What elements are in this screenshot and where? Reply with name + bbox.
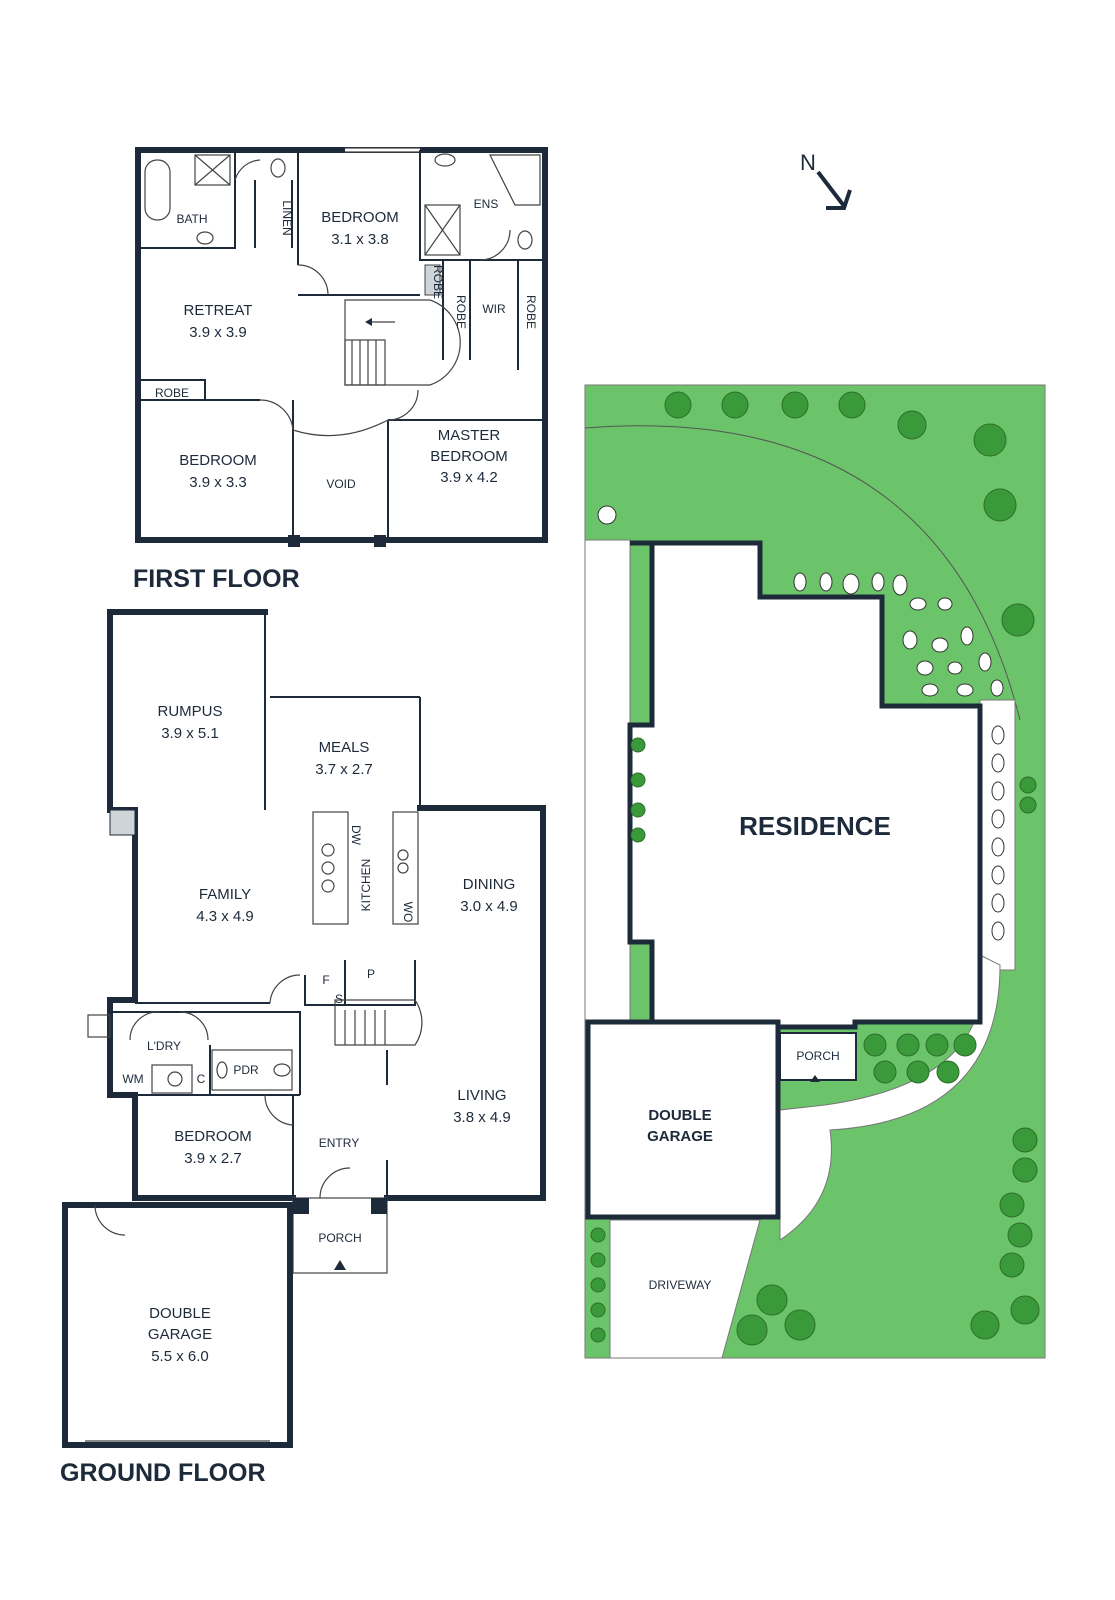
site-garage-line2: GARAGE: [647, 1128, 713, 1145]
dw-label: DW: [349, 825, 363, 846]
site-plan: RESIDENCE PORCH DOUBLE GARAGE DRIVEWAY: [584, 384, 1046, 1359]
family-name: FAMILY: [199, 886, 251, 903]
robe-d-label: ROBE: [155, 386, 189, 400]
master-size: 3.9 x 4.2: [440, 469, 498, 486]
linen-label: LINEN: [280, 200, 294, 235]
kitchen-label: KITCHEN: [359, 859, 373, 912]
wm-label: WM: [122, 1072, 143, 1086]
robe-b-label: ROBE: [454, 295, 468, 329]
trees: [590, 391, 1040, 1346]
c-label: C: [197, 1072, 206, 1086]
f-label: F: [322, 973, 329, 987]
meals-size: 3.7 x 2.7: [315, 761, 373, 778]
gf-porch-label: PORCH: [318, 1231, 361, 1245]
bedroom2-size: 3.9 x 3.3: [189, 474, 247, 491]
master-line2: BEDROOM: [430, 448, 508, 465]
wir-label: WIR: [482, 302, 506, 316]
meals-name: MEALS: [319, 739, 370, 756]
ground-floor-plan: RUMPUS 3.9 x 5.1 MEALS 3.7 x 2.7 DW KITC…: [60, 609, 546, 1487]
residence-label: RESIDENCE: [739, 811, 891, 841]
s-label: S: [335, 992, 343, 1006]
dining-name: DINING: [463, 876, 516, 893]
site-garage-line1: DOUBLE: [648, 1107, 711, 1124]
garage-line2: GARAGE: [148, 1326, 212, 1343]
robe-a-label: ROBE: [431, 265, 445, 299]
entry-label: ENTRY: [319, 1136, 359, 1150]
garage-line1: DOUBLE: [149, 1305, 211, 1322]
wo-label: WO: [401, 902, 415, 923]
dining-size: 3.0 x 4.9: [460, 898, 518, 915]
ground-floor-title: GROUND FLOOR: [60, 1459, 266, 1487]
bedroom-name: BEDROOM: [174, 1128, 252, 1145]
bedroom-size: 3.9 x 2.7: [184, 1150, 242, 1167]
living-name: LIVING: [457, 1087, 506, 1104]
garage-size: 5.5 x 6.0: [151, 1348, 209, 1365]
arrow-icon: [826, 189, 852, 210]
first-floor-plan: BATH LINEN BEDROOM 3.1 x 3.8 ENS ROBE RO…: [133, 147, 548, 593]
driveway-label: DRIVEWAY: [649, 1278, 712, 1292]
bedroom2-name: BEDROOM: [179, 452, 257, 469]
first-floor-title: FIRST FLOOR: [133, 565, 300, 593]
bedroom1-size: 3.1 x 3.8: [331, 231, 389, 248]
living-size: 3.8 x 4.9: [453, 1109, 511, 1126]
void-label: VOID: [326, 477, 356, 491]
family-size: 4.3 x 4.9: [196, 908, 254, 925]
master-line1: MASTER: [438, 427, 501, 444]
compass-n-label: N: [800, 150, 816, 175]
site-porch-label: PORCH: [796, 1049, 839, 1063]
north-compass: N: [800, 150, 852, 210]
p-label: P: [367, 967, 375, 981]
ens-label: ENS: [474, 197, 499, 211]
retreat-name: RETREAT: [184, 302, 253, 319]
ldry-label: L'DRY: [147, 1039, 181, 1053]
retreat-size: 3.9 x 3.9: [189, 324, 247, 341]
rumpus-size: 3.9 x 5.1: [161, 725, 219, 742]
bedroom1-name: BEDROOM: [321, 209, 399, 226]
pdr-label: PDR: [233, 1063, 259, 1077]
rumpus-name: RUMPUS: [157, 703, 222, 720]
robe-c-label: ROBE: [524, 295, 538, 329]
bath-label: BATH: [176, 212, 207, 226]
